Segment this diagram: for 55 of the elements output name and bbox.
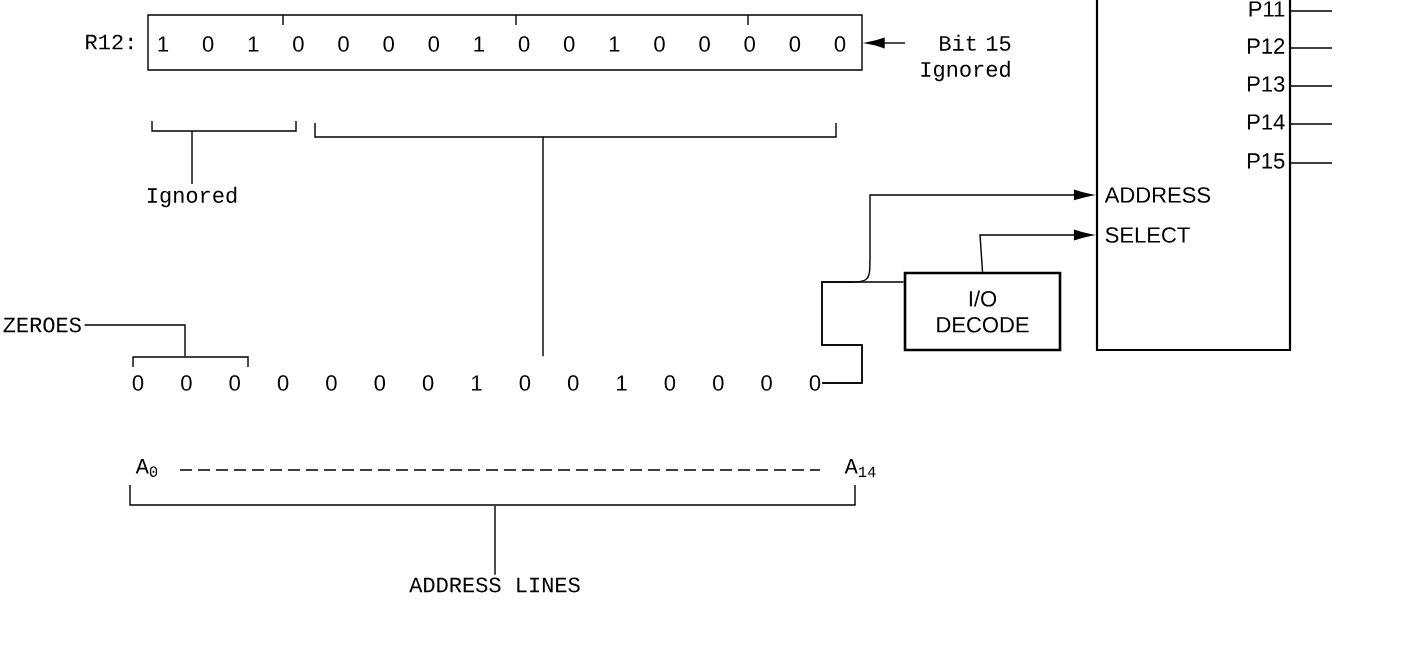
note-text: ADDRESS LINES bbox=[409, 577, 580, 593]
bit-value: 0 bbox=[789, 36, 801, 52]
note-text: Bit 15 Ignored bbox=[921, 34, 1011, 82]
connector-line bbox=[821, 281, 905, 384]
pin-label: SELECT bbox=[1105, 227, 1190, 243]
bit-value: 0 bbox=[809, 375, 821, 391]
bit-value: 0 bbox=[202, 36, 214, 52]
leader-line bbox=[542, 136, 544, 357]
bit-value: 0 bbox=[422, 375, 434, 391]
bit-value: 1 bbox=[472, 375, 482, 391]
register-box bbox=[147, 14, 863, 71]
bit-value: 0 bbox=[338, 36, 349, 52]
register-label: R12: bbox=[86, 34, 132, 50]
bit-value: 0 bbox=[744, 36, 755, 52]
bit-value: 1 bbox=[248, 36, 259, 52]
bit-value: 0 bbox=[229, 375, 240, 391]
bit-value: 0 bbox=[699, 36, 710, 52]
bit-value: 1 bbox=[609, 36, 620, 52]
pin-label: P11 bbox=[1249, 1, 1285, 17]
bit-value: 1 bbox=[158, 36, 169, 52]
bit-value: 0 bbox=[761, 375, 772, 391]
address-label: A$_{14}$ bbox=[844, 459, 876, 477]
decoder-box: I/O DECODE bbox=[903, 271, 1062, 352]
bit-value: 0 bbox=[326, 375, 337, 391]
bit-value: 0 bbox=[654, 36, 665, 52]
arrow bbox=[979, 229, 1093, 273]
bit-value: 0 bbox=[181, 375, 192, 391]
bit-value: 0 bbox=[834, 36, 846, 52]
connector-line bbox=[494, 505, 496, 576]
chip-box bbox=[1095, 0, 1292, 352]
bit-value: 0 bbox=[428, 36, 440, 52]
pin-label: P12 bbox=[1248, 38, 1285, 54]
leader-line bbox=[191, 130, 193, 185]
note-text: Ignored bbox=[147, 186, 237, 208]
bit-value: 1 bbox=[617, 375, 627, 391]
arrow bbox=[866, 37, 906, 49]
bit-value: 0 bbox=[664, 375, 676, 391]
bit-value: 0 bbox=[567, 375, 579, 391]
bit-value: 0 bbox=[563, 36, 575, 52]
bit-value: 0 bbox=[519, 375, 531, 391]
connector-line bbox=[83, 324, 186, 357]
bit-value: 0 bbox=[518, 36, 530, 52]
bit-value: 0 bbox=[293, 36, 304, 52]
pin-label: P13 bbox=[1248, 76, 1285, 92]
bit-value: 0 bbox=[277, 375, 289, 391]
bit-value: 0 bbox=[383, 36, 394, 52]
pin-label: P14 bbox=[1248, 114, 1285, 130]
bracket bbox=[129, 484, 856, 506]
bit-value: 0 bbox=[374, 375, 386, 391]
note-text: ZEROES bbox=[3, 317, 81, 333]
bit-value: 1 bbox=[474, 36, 484, 52]
bit-value: 0 bbox=[713, 375, 724, 391]
pin-label: P15 bbox=[1248, 153, 1285, 169]
pin-label: ADDRESS bbox=[1104, 187, 1211, 203]
bit-value: 0 bbox=[132, 375, 144, 391]
